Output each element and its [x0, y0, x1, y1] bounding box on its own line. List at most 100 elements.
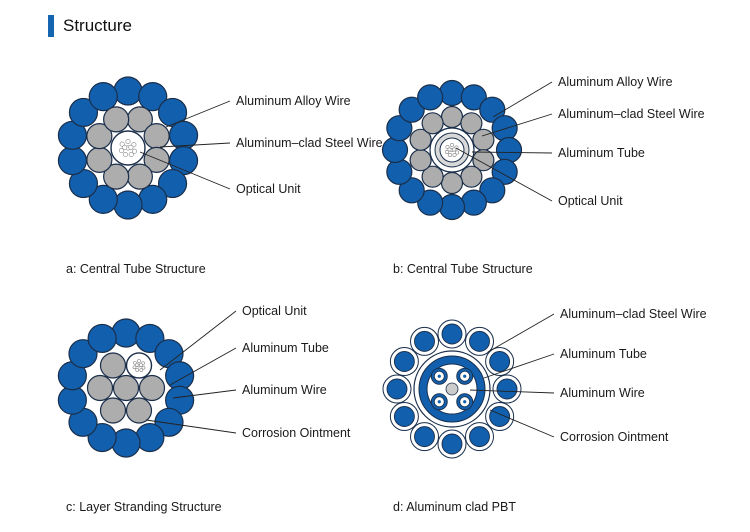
- optical-fiber: [119, 141, 125, 147]
- aluminum-wire: [111, 318, 141, 348]
- aluminum-clad-steel-wire: [126, 163, 153, 190]
- aluminum-clad-steel-wire: [440, 171, 464, 195]
- aluminum-alloy-wire: [460, 189, 487, 216]
- optical-fiber: [128, 151, 134, 158]
- optical-fiber: [141, 365, 146, 370]
- center-wire: [112, 374, 140, 402]
- aluminum-clad-steel-wire: [421, 165, 444, 188]
- optical-fiber: [444, 150, 449, 155]
- section-title: Structure: [63, 16, 132, 35]
- label-d-corrosion-ointment: Corrosion Ointment: [560, 430, 669, 444]
- aluminum-wire-inner: [99, 352, 127, 379]
- caption-c: c: Layer Stranding Structure: [66, 500, 222, 514]
- steel-core: [441, 323, 463, 345]
- aluminum-clad-steel-wire: [103, 163, 130, 190]
- caption-b: b: Central Tube Structure: [393, 262, 533, 276]
- leader-d-wire: [469, 389, 555, 394]
- aluminum-alloy-wire: [398, 96, 425, 123]
- aluminum-alloy-wire: [417, 84, 444, 111]
- aluminum-alloy-wire: [113, 76, 143, 106]
- aluminum-alloy-wire: [68, 97, 99, 128]
- aluminum-alloy-wire: [491, 115, 518, 142]
- aluminum-clad-steel-wire: [143, 123, 170, 150]
- leader-d-steel: [487, 313, 555, 353]
- aluminum-wire: [154, 407, 184, 437]
- aluminum-alloy-wire: [495, 136, 523, 164]
- aluminum-wire: [111, 428, 141, 458]
- leader-c-wire: [172, 389, 237, 399]
- aluminum-wire: [87, 422, 117, 453]
- aluminum-alloy-wire: [138, 82, 168, 112]
- fiber: [463, 400, 467, 404]
- optical-fiber: [445, 145, 450, 150]
- leader-a-optical: [139, 151, 231, 190]
- label-c-corrosion-ointment: Corrosion Ointment: [242, 426, 351, 440]
- optical-fiber: [122, 144, 128, 150]
- aluminum-wire: [57, 385, 87, 415]
- fiber: [463, 374, 467, 378]
- optical-fiber: [449, 143, 454, 148]
- steel-core: [441, 433, 463, 455]
- leader-c-ointment: [145, 419, 237, 434]
- aluminum-alloy-wire: [438, 79, 466, 107]
- aluminum-clad-steel-wire: [460, 165, 483, 188]
- aluminum-clad-steel-wire: [421, 112, 444, 135]
- leader-b-optical: [455, 147, 553, 202]
- optical-fiber: [131, 148, 138, 154]
- aluminum-clad-steel-wire: [472, 128, 495, 151]
- aluminum-wire: [135, 323, 165, 354]
- section-header: Structure: [48, 14, 132, 38]
- aluminum-clad-steel-wire: [440, 105, 464, 129]
- aluminum-alloy-wire: [57, 146, 88, 176]
- aluminum-alloy-wire: [386, 115, 413, 142]
- aluminum-clad-steel-wire: [103, 106, 130, 133]
- optical-fiber: [122, 151, 128, 158]
- aluminum-alloy-wire: [88, 184, 118, 214]
- optical-fiber: [135, 368, 140, 372]
- aluminum-alloy-wire: [113, 190, 143, 220]
- fiber: [437, 400, 441, 404]
- aluminum-alloy-wire: [381, 136, 409, 164]
- optical-fiber: [132, 365, 137, 370]
- steel-core: [469, 426, 490, 448]
- leader-lines: [139, 81, 555, 438]
- steel-core: [469, 330, 490, 352]
- leader-d-ointment: [489, 409, 555, 438]
- leader-b-steel: [481, 113, 553, 137]
- aluminum-wire: [165, 361, 195, 391]
- optical-fiber: [125, 138, 131, 145]
- aluminum-wire-inner: [99, 397, 127, 424]
- aluminum-wire-inner: [138, 374, 166, 402]
- steel-core: [414, 330, 435, 352]
- label-a-optical-unit: Optical Unit: [236, 182, 301, 196]
- steel-core: [414, 426, 435, 448]
- leader-c-tube: [169, 347, 237, 386]
- aluminum-clad-steel-wire: [409, 128, 432, 151]
- optical-fiber: [128, 144, 134, 150]
- aluminum-clad-steel-wire: [143, 146, 170, 173]
- fiber: [437, 374, 441, 378]
- cable-cross-sections: [57, 76, 523, 459]
- leader-a-alloy: [165, 100, 231, 128]
- caption-d: d: Aluminum clad PBT: [393, 500, 516, 514]
- steel-core: [489, 406, 511, 427]
- optical-fiber: [137, 359, 141, 363]
- optical-fiber: [452, 147, 457, 152]
- aluminum-alloy-wire: [438, 193, 466, 221]
- label-b-aluminum-alloy-wire: Aluminum Alloy Wire: [558, 75, 673, 89]
- aluminum-wire: [87, 323, 117, 354]
- aluminum-wire: [68, 339, 98, 369]
- steel-core: [489, 351, 511, 372]
- label-b-aluminum-clad-steel-wire: Aluminum–clad Steel Wire: [558, 107, 705, 121]
- label-d-aluminum-clad-steel-wire: Aluminum–clad Steel Wire: [560, 307, 707, 321]
- label-d-aluminum-wire: Aluminum Wire: [560, 386, 645, 400]
- steel-core: [496, 378, 518, 400]
- aluminum-alloy-wire: [460, 84, 487, 111]
- steel-core: [393, 406, 415, 427]
- leader-d-tube: [483, 353, 555, 379]
- aluminum-wire-inner: [86, 374, 114, 402]
- aluminum-clad-steel-wire: [86, 146, 113, 173]
- caption-a: a: Central Tube Structure: [66, 262, 206, 276]
- optical-fiber: [134, 363, 139, 367]
